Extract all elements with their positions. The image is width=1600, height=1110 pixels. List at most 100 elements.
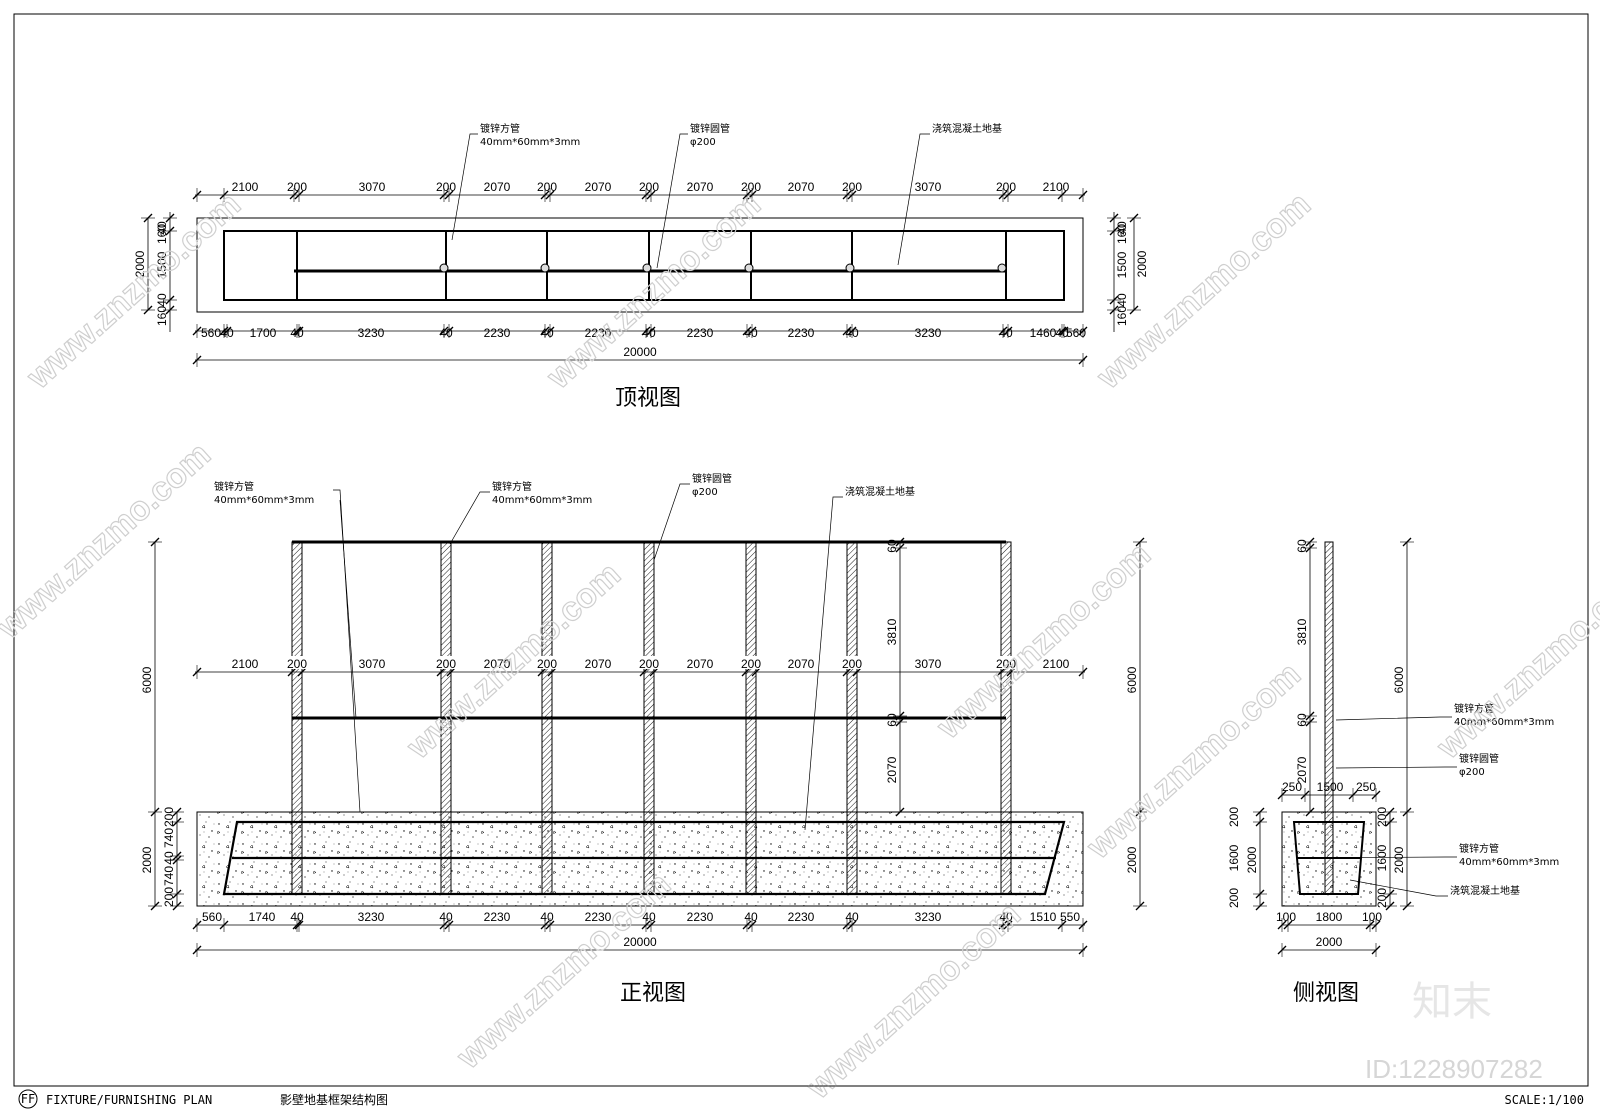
side-view-dim-left-0: 2000 [1245, 846, 1259, 873]
top-view-dim-bottom-3: 40 [290, 326, 304, 340]
watermark-text-9: www.znzmo.com [1079, 655, 1308, 866]
top-view-dim-top-3: 200 [436, 180, 456, 194]
top-view-total-dim: 20000 [623, 345, 657, 359]
front-view-dim-bottom-1: 1740 [249, 910, 276, 924]
top-view-title: 顶视图 [615, 386, 681, 411]
watermark-text-5: www.znzmo.com [929, 535, 1158, 746]
top-view-dim-bottom-12: 2230 [788, 326, 815, 340]
top-view-dim-bottom-17: 40 [1055, 326, 1069, 340]
id-watermark: ID:1228907282 [1365, 1054, 1543, 1084]
top-view-dim-left-0: 2000 [133, 250, 147, 277]
front-view-dim-mid-14: 2100 [1043, 657, 1070, 671]
front-view-dim-bottom-0: 560 [202, 910, 222, 924]
front-view-dim-inner-3: 740 [162, 866, 176, 886]
top-view-dim-bottom-14: 3230 [915, 326, 942, 340]
side-view-dim-bottom-1: 1800 [1316, 910, 1343, 924]
side-view-dim-right-4: 200 [1375, 888, 1389, 908]
front-view-dim-bottom-12: 40 [845, 910, 859, 924]
front-view-dim-bottom-4: 40 [439, 910, 453, 924]
front-view-dim-mid-1: 200 [287, 657, 307, 671]
front-view-dim-mid-3: 200 [436, 657, 456, 671]
front-view-dim-right-1: 2000 [1125, 846, 1139, 873]
side-view-dim-right-3: 2000 [1392, 846, 1406, 873]
top-view-dim-bottom-18: 560 [1066, 326, 1086, 340]
side-view-dim-right-1: 200 [1375, 807, 1389, 827]
front-view-dim-mid-8: 2070 [687, 657, 714, 671]
front-view-dim-bottom-9: 2230 [687, 910, 714, 924]
top-view-dim-top-4: 2070 [484, 180, 511, 194]
side-view-dim-bottom-2: 100 [1362, 910, 1382, 924]
top-view-round-pipe-3 [744, 263, 754, 273]
front-view-dim-inner-4: 200 [162, 887, 176, 907]
front-view-dim-mid-2: 3070 [359, 657, 386, 671]
top-view-dim-right-3: 1500 [1115, 251, 1129, 278]
top-view-round-pipe-4 [845, 263, 855, 273]
watermark-text-6: www.znzmo.com [1429, 555, 1600, 766]
top-view-dim-bottom-10: 2230 [687, 326, 714, 340]
front-view-dim-vertical-0: 60 [885, 539, 899, 553]
top-view-dim-top-6: 2070 [585, 180, 612, 194]
top-view-dim-right-5: 160 [1115, 306, 1129, 326]
side-view-callout-round-pipe: 镀锌圆管 [1459, 752, 1499, 765]
top-view-dim-right-4: 40 [1115, 293, 1129, 307]
front-view-dim-mid-12: 3070 [915, 657, 942, 671]
top-view-round-pipe-5 [997, 263, 1007, 273]
watermark-text-1: www.znzmo.com [539, 185, 768, 396]
drawing-code: FF [21, 1092, 35, 1106]
top-view-dim-top-13: 200 [996, 180, 1016, 194]
front-view-dim-right-0: 6000 [1125, 666, 1139, 693]
top-view-callout-round-pipe: 镀锌圆管 [690, 122, 730, 135]
side-view-dim-left-3: 200 [1227, 888, 1241, 908]
top-view-callout-round-pipe-spec: φ200 [690, 137, 716, 148]
front-view-dim-mid-13: 200 [996, 657, 1016, 671]
front-view-dim-bottom-6: 40 [540, 910, 554, 924]
top-view-round-pipe-2 [642, 263, 652, 273]
top-view-dim-bottom-16: 1460 [1030, 326, 1057, 340]
top-view-callout-square-tube: 镀锌方管 [480, 122, 520, 135]
top-view-dim-bottom-0: 560 [201, 326, 221, 340]
front-view-dim-mid-5: 200 [537, 657, 557, 671]
front-view-callout-square-tube-left-spec: 40mm*60mm*3mm [214, 495, 314, 506]
front-view-dim-inner-0: 200 [162, 807, 176, 827]
top-view-dim-bottom-9: 40 [642, 326, 656, 340]
brand-watermark: 知末 [1412, 979, 1492, 1025]
top-view-round-pipe-0 [439, 263, 449, 273]
front-view-callout-square-tube-spec: 40mm*60mm*3mm [492, 495, 592, 506]
side-view-dim-bottom-0: 100 [1276, 910, 1296, 924]
side-view-total-dim: 2000 [1316, 935, 1343, 949]
top-view-dim-bottom-15: 40 [999, 326, 1013, 340]
front-view-dim-vertical-3: 2070 [885, 756, 899, 783]
front-view-dim-bottom-15: 1510 [1030, 910, 1057, 924]
top-view-dim-bottom-13: 40 [845, 326, 859, 340]
top-view-dim-bottom-1: 40 [220, 326, 234, 340]
top-view-dim-top-11: 200 [842, 180, 862, 194]
top-view-dim-top-1: 200 [287, 180, 307, 194]
top-view-dim-left-1: 160 [155, 224, 169, 244]
front-view-callout-square-tube: 镀锌方管 [492, 480, 532, 493]
top-view-dim-left-4: 40 [155, 293, 169, 307]
front-view-dim-mid-7: 200 [639, 657, 659, 671]
front-view-dim-bottom-16: 550 [1060, 910, 1080, 924]
top-view-dim-bottom-8: 2230 [585, 326, 612, 340]
top-view-dim-top-14: 2100 [1043, 180, 1070, 194]
front-view-dim-bottom-13: 3230 [915, 910, 942, 924]
drawing-title: 影壁地基框架结构图 [280, 1092, 388, 1107]
top-view-dim-top-9: 200 [741, 180, 761, 194]
front-view-dim-bottom-7: 2230 [585, 910, 612, 924]
top-view-round-pipe-1 [540, 263, 550, 273]
side-view-dim-top-0: 250 [1282, 780, 1302, 794]
top-view-callout-foundation: 浇筑混凝土地基 [932, 122, 1002, 135]
title-block: FF FIXTURE/FURNISHING PLAN 影壁地基框架结构图 SCA… [14, 1085, 1588, 1109]
side-view-dim-right-2: 1600 [1375, 844, 1389, 871]
plan-type: FIXTURE/FURNISHING PLAN [46, 1093, 212, 1107]
watermark-text-2: www.znzmo.com [1089, 185, 1318, 396]
front-view-total-dim: 20000 [623, 935, 657, 949]
front-view-dim-bottom-5: 2230 [484, 910, 511, 924]
front-view-callout-foundation: 浇筑混凝土地基 [845, 485, 915, 498]
side-view-dim-left-2: 1600 [1227, 844, 1241, 871]
front-view-dim-mid-0: 2100 [232, 657, 259, 671]
top-view-outline [196, 217, 1084, 313]
